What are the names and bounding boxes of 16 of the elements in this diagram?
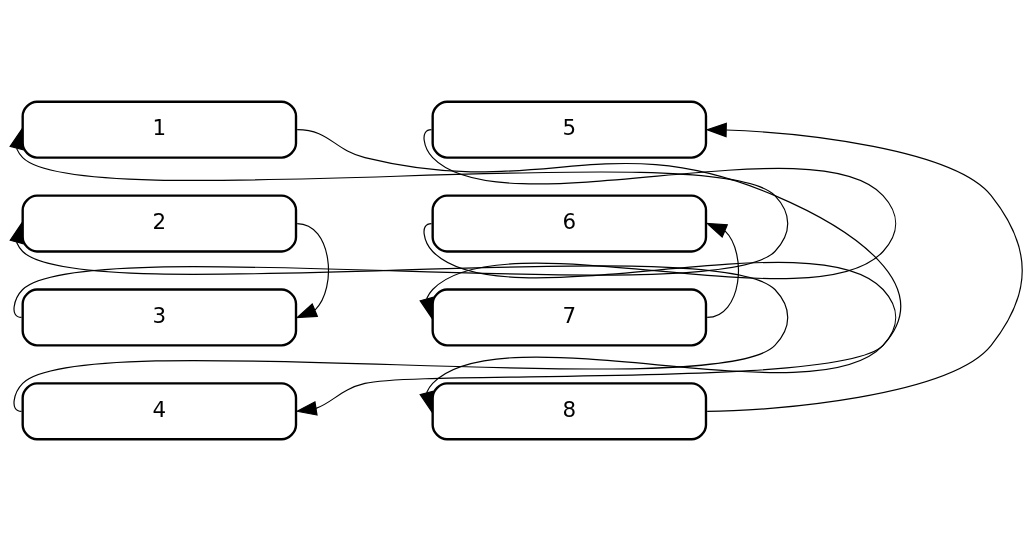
arrow (705, 222, 740, 318)
node-box: 8 (431, 381, 708, 440)
arrow (9, 127, 789, 318)
arrow (9, 221, 789, 412)
arrow (295, 128, 901, 416)
node-box: 7 (431, 287, 708, 347)
node-box: 2 (21, 193, 298, 253)
node-box: 4 (21, 381, 298, 440)
node-box: 1 (21, 100, 298, 159)
arrow (419, 222, 897, 413)
arrow (295, 222, 330, 318)
arrow (419, 128, 897, 319)
arrow (705, 122, 1023, 412)
node-box: 5 (431, 100, 708, 159)
node-box: 6 (431, 193, 708, 253)
node-box: 3 (21, 287, 298, 347)
